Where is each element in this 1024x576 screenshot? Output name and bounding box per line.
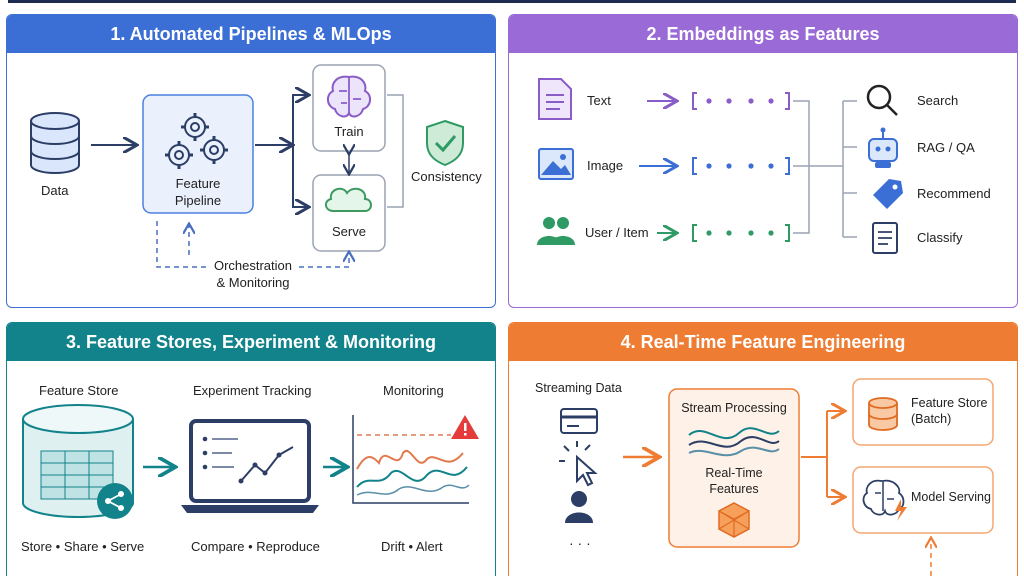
user-icon: [565, 491, 593, 523]
orchestration-label: Orchestration & Monitoring: [213, 258, 293, 290]
input-image-label: Image: [587, 158, 624, 173]
laptop-icon: [181, 419, 319, 513]
embedding-vector-text: [706, 98, 774, 104]
search-icon: [866, 84, 898, 116]
share-icon: [97, 483, 133, 519]
database-icon: [868, 397, 898, 431]
click-cursor-icon: [559, 441, 598, 487]
more-sources-ellipsis: · · ·: [569, 535, 591, 551]
shield-check-icon: [426, 119, 464, 167]
credit-card-icon: [560, 408, 598, 434]
brain-bolt-icon: [862, 479, 907, 521]
embeddings-diagram: [537, 78, 903, 254]
train-label: Train: [334, 124, 364, 139]
realtime-features-label: Real-Time Features: [705, 466, 763, 496]
feature-store-batch-label: Feature Store (Batch): [911, 396, 988, 426]
panel-realtime-features: 4. Real-Time Feature Engineering: [508, 322, 1018, 576]
compare-caption: Compare • Reproduce: [191, 539, 320, 554]
brain-icon: [327, 75, 371, 118]
pipeline-diagram: [30, 64, 464, 268]
store-caption: Store • Share • Serve: [21, 539, 145, 554]
embedding-vector-image: [706, 163, 774, 169]
image-icon: [538, 148, 574, 180]
realtime-diagram: [559, 378, 994, 576]
cube-icon: [718, 502, 750, 538]
feature-store-diagram: [22, 404, 479, 519]
feature-store-label: Feature Store: [39, 383, 119, 398]
model-serving-label: Model Serving: [911, 490, 991, 504]
data-label: Data: [41, 183, 69, 198]
panel-feature-stores: 3. Feature Stores, Experiment & Monitori…: [6, 322, 496, 576]
cloud-icon: [325, 187, 372, 212]
document-icon: [538, 78, 572, 120]
drift-chart: [352, 415, 470, 504]
output-search-label: Search: [917, 93, 959, 108]
consistency-label: Consistency: [411, 169, 482, 184]
panel-automated-pipelines: 1. Automated Pipelines & MLOps: [6, 14, 496, 308]
panel-title: 2. Embeddings as Features: [509, 15, 1017, 53]
tag-icon: [873, 179, 903, 209]
gears-icon: [165, 113, 228, 169]
clipboard-icon: [872, 222, 898, 254]
embedding-vector-user: [706, 230, 774, 236]
panel-embeddings: 2. Embeddings as Features: [508, 14, 1018, 308]
robot-icon: [868, 127, 898, 168]
serve-label: Serve: [332, 224, 366, 239]
top-rule: [8, 0, 1016, 3]
output-classify-label: Classify: [917, 230, 963, 245]
panel-title: 3. Feature Stores, Experiment & Monitori…: [7, 323, 495, 361]
feature-pipeline-label: Feature Pipeline: [174, 176, 222, 208]
panel-title: 1. Automated Pipelines & MLOps: [7, 15, 495, 53]
users-icon: [537, 217, 575, 245]
input-user-item-label: User / Item: [585, 225, 649, 240]
stream-waves-icon: [688, 427, 780, 457]
experiment-tracking-label: Experiment Tracking: [193, 383, 312, 398]
streaming-data-label: Streaming Data: [535, 381, 622, 395]
monitoring-label: Monitoring: [383, 383, 444, 398]
output-recommend-label: Recommend: [917, 186, 991, 201]
stream-processing-label: Stream Processing: [681, 401, 787, 415]
warning-icon: [451, 415, 479, 439]
input-text-label: Text: [587, 93, 611, 108]
database-icon: [30, 112, 80, 174]
panel-title: 4. Real-Time Feature Engineering: [509, 323, 1017, 361]
drift-caption: Drift • Alert: [381, 539, 443, 554]
output-rag-label: RAG / QA: [917, 140, 975, 155]
